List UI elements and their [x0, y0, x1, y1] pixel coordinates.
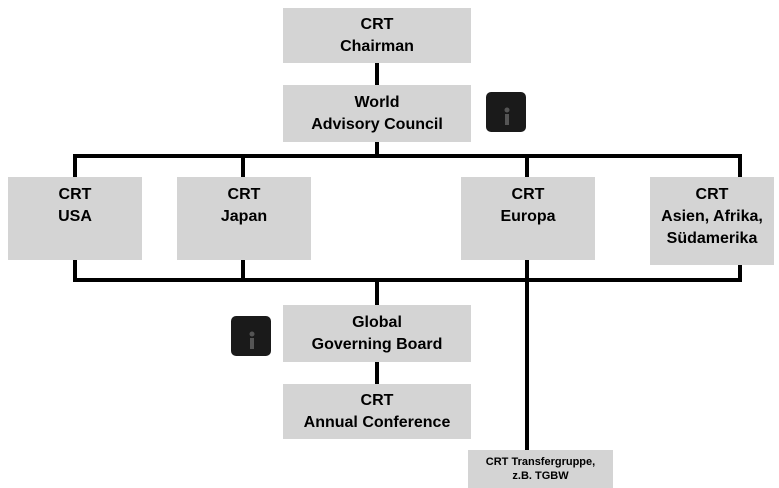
box-crt-transfergruppe: CRT Transfergruppe, z.B. TGBW — [468, 450, 613, 488]
info-icon-advisory[interactable] — [486, 92, 526, 132]
info-icon-governing[interactable] — [231, 316, 271, 356]
box-crt-japan: CRT Japan — [177, 177, 311, 260]
info-icon — [504, 107, 510, 125]
box-crt-asien-afrika-suedamerika: CRT Asien, Afrika, Südamerika — [650, 177, 774, 265]
box-global-governing-board: Global Governing Board — [283, 305, 471, 362]
box-crt-usa: CRT USA — [8, 177, 142, 260]
box-crt-annual-conference: CRT Annual Conference — [283, 384, 471, 439]
box-world-advisory-council: World Advisory Council — [283, 85, 471, 142]
box-crt-europa: CRT Europa — [461, 177, 595, 260]
box-crt-chairman: CRT Chairman — [283, 8, 471, 63]
info-icon — [249, 331, 255, 349]
